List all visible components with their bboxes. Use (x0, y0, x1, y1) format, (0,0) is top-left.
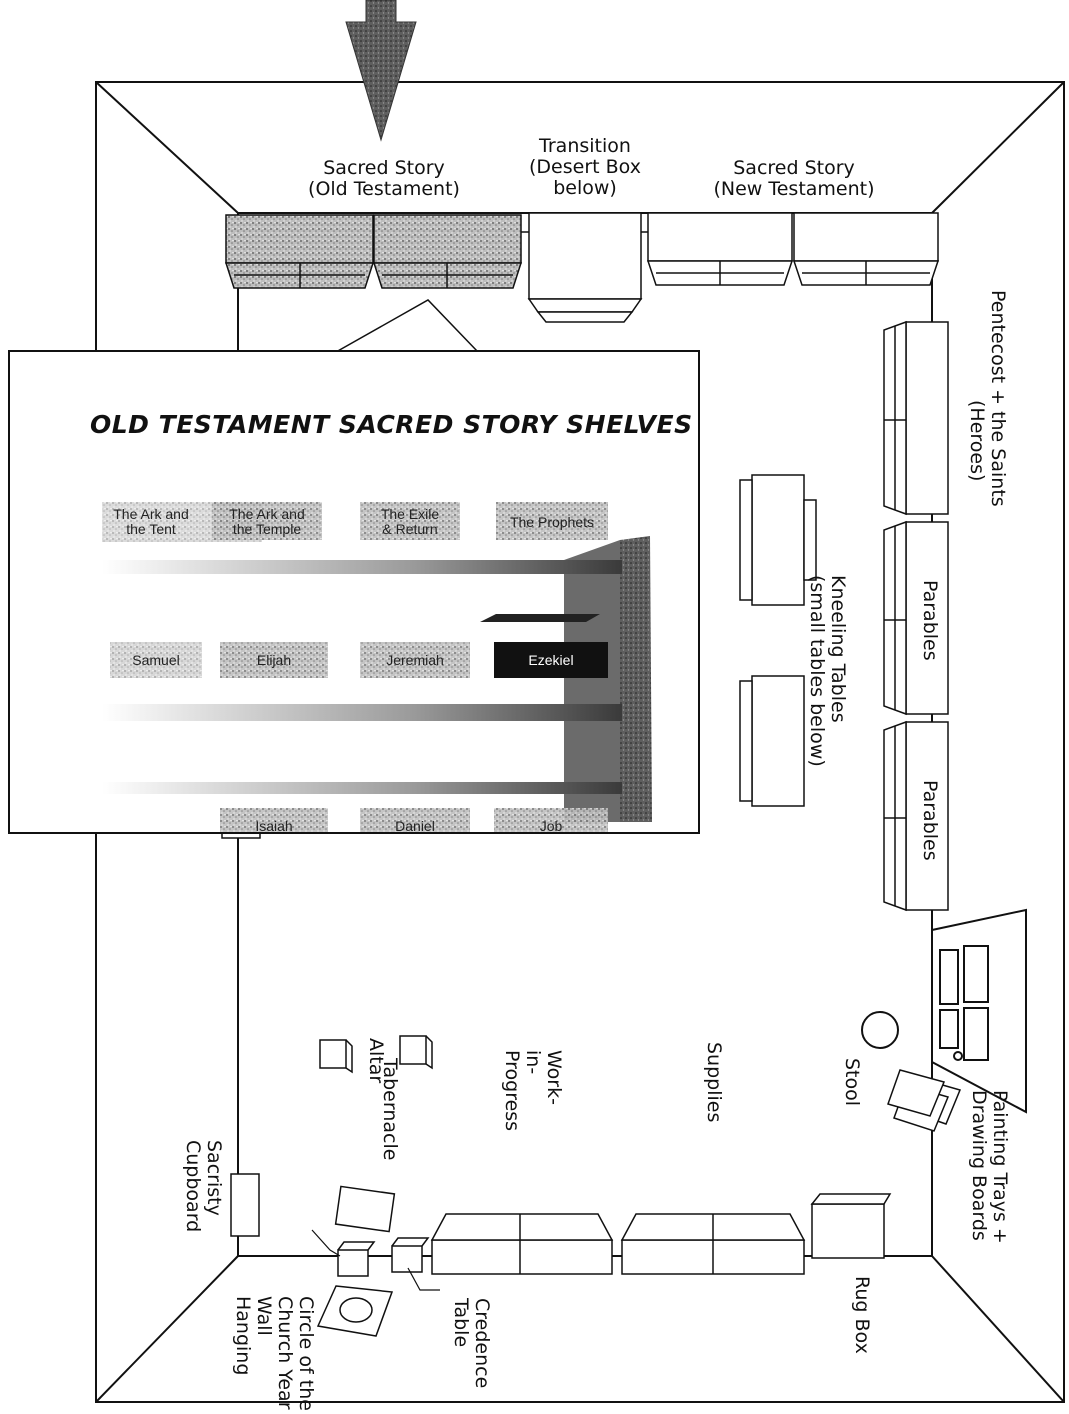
old-testament-shelves (224, 214, 523, 289)
shelf-unit-drawing (102, 502, 652, 832)
label-work-in-progress: Work-in-Progress (501, 1050, 565, 1132)
painting-trays (887, 1069, 962, 1132)
label-rug-box: Rug Box (851, 1276, 873, 1354)
door (931, 908, 1027, 1114)
shelf-item-elijah: Elijah (256, 651, 292, 668)
shelf-item-ezekiel: Ezekiel (528, 651, 574, 668)
label-kneeling-tables: Kneeling Tables(small tables below) (806, 575, 849, 767)
shelf-item-exile-return: The Exile& Return (380, 506, 440, 537)
entrance-arrow-icon (345, 0, 417, 142)
new-testament-shelves (646, 212, 940, 286)
transition-shelf (521, 212, 648, 323)
kneeling-tables (739, 474, 817, 807)
shelf-item-job: Job (539, 817, 563, 834)
inset-title: OLD TESTAMENT SACRED STORY SHELVES (90, 410, 693, 439)
stool-icon (861, 1011, 899, 1049)
label-pentecost: Pentecost + the Saints(Heroes) (966, 290, 1009, 507)
label-parables-2: Parables (919, 780, 941, 861)
label-supplies: Supplies (703, 1042, 725, 1123)
leader-lines (311, 1229, 440, 1291)
shelf-item-daniel: Daniel (395, 817, 435, 834)
inset-callout-pointer (335, 299, 479, 353)
label-painting-trays: Painting Trays +Drawing Boards (968, 1090, 1011, 1244)
shelf-item-prophets: The Prophets (509, 513, 595, 530)
label-new-testament: Sacred Story(New Testament) (713, 157, 875, 200)
shelf-item-samuel: Samuel (132, 651, 180, 668)
label-stool: Stool (841, 1058, 863, 1107)
bottom-furniture (221, 829, 892, 1337)
label-parables-1: Parables (919, 580, 941, 661)
inset-shelves-detail: OLD TESTAMENT SACRED STORY SHELVES The A… (8, 350, 700, 834)
right-wall-shelves (883, 320, 949, 912)
label-old-testament: Sacred Story(Old Testament) (308, 157, 460, 200)
label-altar: Altar (365, 1038, 387, 1084)
shelf-item-isaiah: Isaiah (255, 817, 293, 834)
shelf-item-jeremiah: Jeremiah (386, 651, 444, 668)
